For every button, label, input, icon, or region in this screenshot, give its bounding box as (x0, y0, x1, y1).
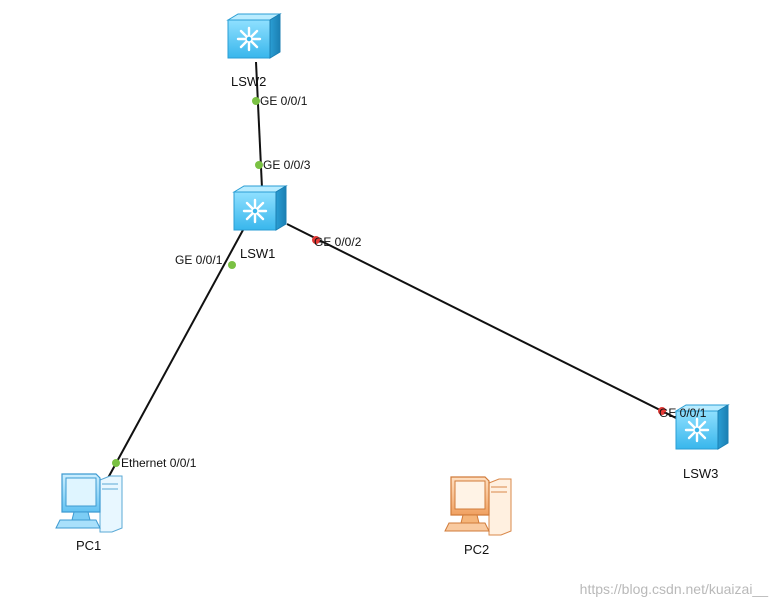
port-label-lsw2-ge001: GE 0/0/1 (260, 94, 308, 108)
device-label-lsw1: LSW1 (240, 246, 276, 261)
port-label-lsw1-ge001: GE 0/0/1 (175, 253, 223, 267)
device-label-pc1: PC1 (76, 538, 102, 553)
port-dot-lsw3-ge001 (658, 407, 666, 415)
port-dot-lsw1-ge001 (228, 261, 236, 269)
port-dot-lsw1-ge003 (255, 161, 263, 169)
pc1-computer-icon[interactable] (55, 473, 123, 533)
device-label-lsw2: LSW2 (231, 74, 267, 89)
port-label-lsw1-ge003: GE 0/0/3 (263, 158, 311, 172)
port-dot-lsw1-ge002 (312, 236, 320, 244)
port-dot-lsw2-ge001 (252, 97, 260, 105)
link-lsw1-pc1[interactable] (107, 229, 244, 479)
port-label-lsw1-ge002: GE 0/0/2 (314, 235, 362, 249)
port-label-pc1-eth001: Ethernet 0/0/1 (121, 456, 197, 470)
lsw2-switch-icon[interactable] (226, 12, 282, 60)
link-lsw1-lsw3[interactable] (286, 223, 677, 419)
port-dot-pc1-eth001 (112, 459, 120, 467)
lsw1-switch-icon[interactable] (232, 184, 288, 232)
watermark-text: https://blog.csdn.net/kuaizai__ (579, 581, 768, 597)
device-label-pc2: PC2 (464, 542, 490, 557)
device-label-lsw3: LSW3 (683, 466, 719, 481)
port-label-lsw3-ge001: GE 0/0/1 (659, 406, 707, 420)
pc2-computer-icon[interactable] (444, 476, 512, 536)
